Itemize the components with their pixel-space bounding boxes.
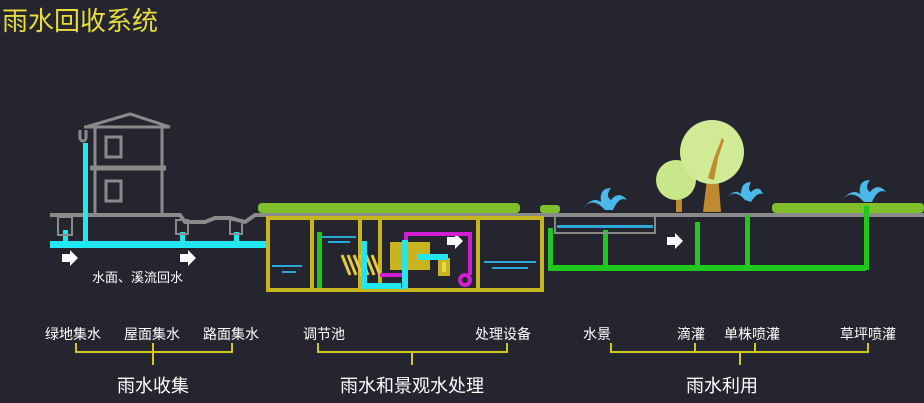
water-levels xyxy=(272,236,536,273)
label-regulating-pond: 调节池 xyxy=(303,327,345,343)
flow-arrow-icons xyxy=(62,233,683,266)
reuse-pipe xyxy=(317,206,869,288)
fountain-icons xyxy=(583,180,886,210)
group-title-utilization: 雨水利用 xyxy=(686,376,758,397)
label-water-feature: 水景 xyxy=(583,327,611,343)
rain-collection-pipe xyxy=(50,143,268,248)
treatment-tanks xyxy=(266,216,544,292)
label-green-collection: 绿地集水 xyxy=(45,326,101,343)
equipment-pipes xyxy=(380,232,472,287)
ground-line xyxy=(50,213,924,225)
inlet-grates xyxy=(57,216,243,236)
page-title: 雨水回收系统 xyxy=(2,7,158,37)
label-road-collection: 路面集水 xyxy=(203,326,259,343)
treated-water-pipe xyxy=(361,240,448,289)
label-lawn-spray: 草坪喷灌 xyxy=(840,327,896,343)
label-treatment-equipment: 处理设备 xyxy=(475,326,531,343)
label-drip-irrigation: 滴灌 xyxy=(677,326,705,343)
group-brackets xyxy=(75,343,869,365)
tree-icons xyxy=(656,120,744,212)
group-title-collection: 雨水收集 xyxy=(117,376,189,397)
grass xyxy=(258,203,924,213)
return-water-note: 水面、溪流回水 xyxy=(92,271,183,286)
house xyxy=(78,112,171,215)
label-roof-collection: 屋面集水 xyxy=(124,326,180,343)
water-feature-pond xyxy=(554,214,656,234)
label-tree-spray: 单株喷灌 xyxy=(724,327,780,343)
group-title-treatment: 雨水和景观水处理 xyxy=(340,376,484,397)
